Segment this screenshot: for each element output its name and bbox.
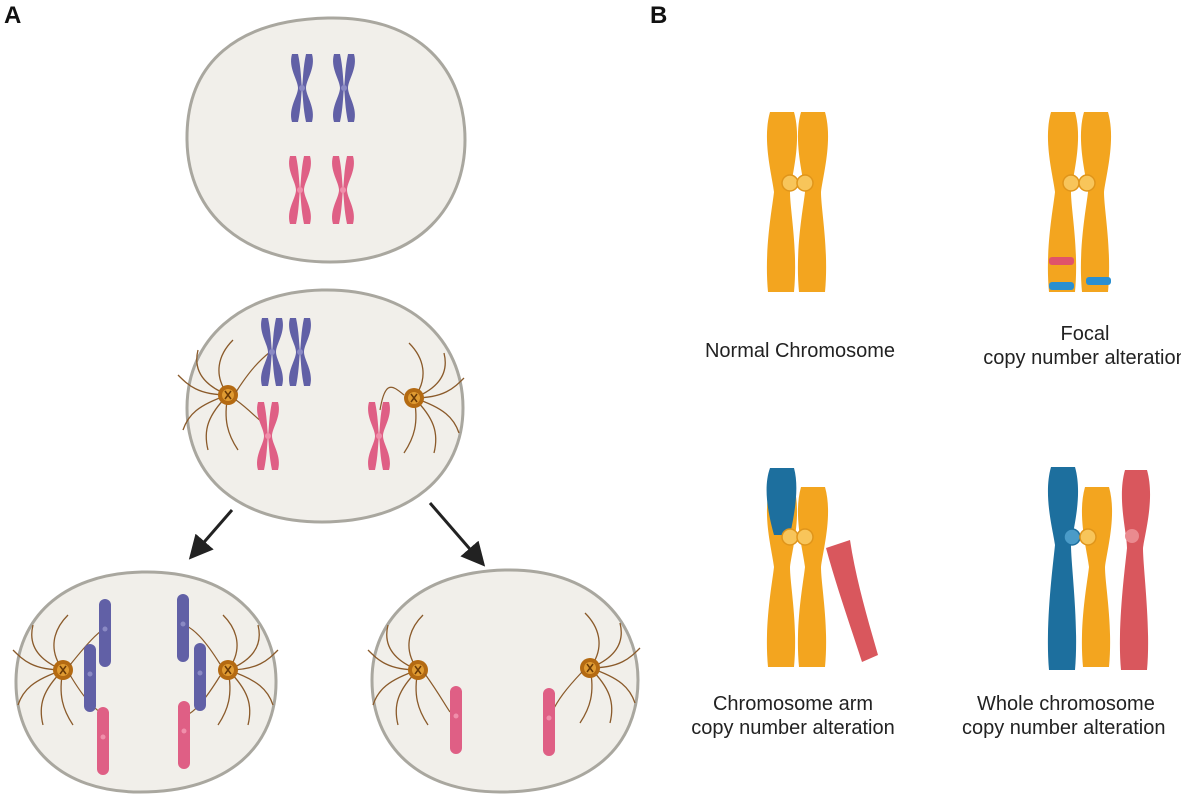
whole-cna-chromosome <box>1047 467 1151 670</box>
caption-arm: Chromosome arm copy number alteration <box>648 692 938 740</box>
arrow-right <box>428 502 486 567</box>
arrow-left <box>188 509 234 560</box>
caption-line: Whole chromosome <box>977 693 1155 715</box>
cell-bottom-right <box>367 568 641 794</box>
normal-chromosome <box>766 112 829 292</box>
panel-label-a: A <box>4 2 22 29</box>
cell-middle <box>177 288 465 524</box>
blue-chromatid <box>84 644 96 712</box>
cell-top <box>185 16 467 264</box>
red-arm-fragment <box>826 540 878 662</box>
teal-arm <box>766 468 797 535</box>
focal-loss-band <box>1086 277 1111 285</box>
blue-chromatid <box>194 643 206 711</box>
cell-bottom-left <box>12 570 279 794</box>
pink-chromatid <box>97 707 109 775</box>
caption-line: copy number alteration <box>962 717 1166 739</box>
arm-cna-chromosome <box>766 468 878 667</box>
focal-loss-band <box>1049 282 1074 290</box>
caption-line: copy number alteration <box>983 347 1181 369</box>
caption-line: Normal Chromosome <box>704 340 896 362</box>
caption-line: Focal <box>1060 323 1110 345</box>
caption-line: copy number alteration <box>691 717 895 739</box>
caption-whole: Whole chromosome copy number alteration <box>955 692 1181 740</box>
pink-chromatid <box>178 701 190 769</box>
panel-label-b: B <box>650 2 668 29</box>
focal-gain-band <box>1049 257 1074 265</box>
focal-cna-chromosome <box>1047 112 1112 292</box>
blue-chromatid <box>99 599 111 667</box>
caption-normal: Normal Chromosome <box>655 339 945 363</box>
caption-line: Chromosome arm <box>712 693 874 715</box>
pink-chromatid <box>450 686 462 754</box>
pink-chromatid <box>543 688 555 756</box>
blue-chromatid <box>177 594 189 662</box>
caption-focal: Focal copy number alteration <box>940 322 1181 370</box>
